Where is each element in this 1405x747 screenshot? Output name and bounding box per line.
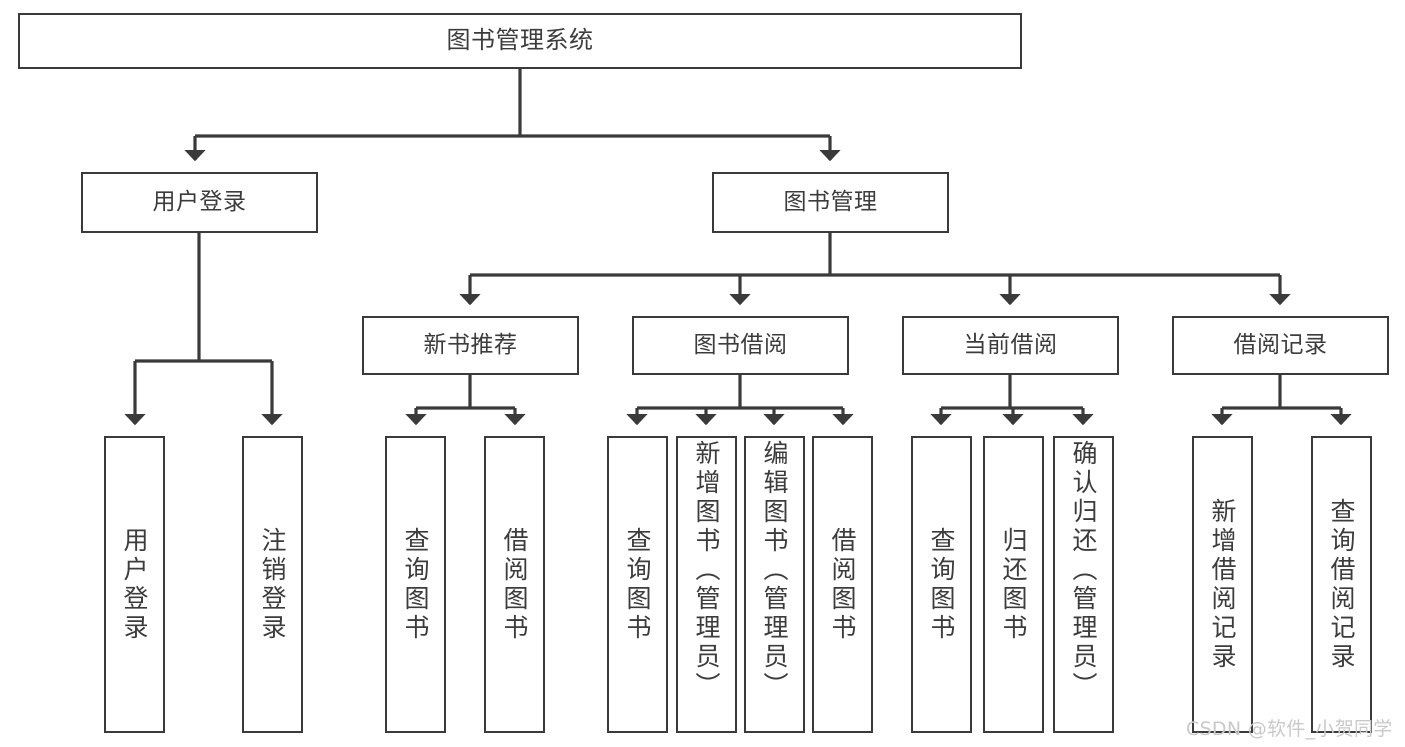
node-current-borrow-label: 当前借阅 [963,332,1058,359]
csdn-watermark: CSDN @软件_小贺同学 [1186,718,1393,740]
leaf-borrow-books-borrow-label: 借阅图书 [828,526,857,643]
leaf-borrow-books-borrow[interactable]: 借阅图书 [812,436,873,733]
node-borrow-records-label: 借阅记录 [1233,332,1328,359]
leaf-query-books-recommend-label: 查询图书 [401,526,430,643]
leaf-query-borrow-record-label: 查询借阅记录 [1327,497,1356,672]
node-book-borrow[interactable]: 图书借阅 [632,316,849,375]
leaf-query-books-borrow[interactable]: 查询图书 [607,436,668,733]
node-book-management[interactable]: 图书管理 [712,172,949,233]
leaf-borrow-books-recommend-label: 借阅图书 [500,526,529,643]
leaf-edit-book-admin-label: 编辑图书（管理员） [760,440,789,701]
node-root-label: 图书管理系统 [446,26,594,55]
leaf-user-login[interactable]: 用户登录 [104,436,165,733]
leaf-add-borrow-record-label: 新增借阅记录 [1208,497,1237,672]
leaf-query-books-recommend[interactable]: 查询图书 [385,436,446,733]
node-user-login[interactable]: 用户登录 [81,172,318,233]
leaf-query-books-current[interactable]: 查询图书 [911,436,972,733]
leaf-confirm-return-admin[interactable]: 确认归还（管理员） [1053,436,1114,733]
node-book-borrow-label: 图书借阅 [693,332,788,359]
node-borrow-records[interactable]: 借阅记录 [1172,316,1389,375]
node-current-borrow[interactable]: 当前借阅 [902,316,1119,375]
leaf-query-books-current-label: 查询图书 [927,526,956,643]
leaf-user-login-label: 用户登录 [120,526,149,643]
leaf-edit-book-admin[interactable]: 编辑图书（管理员） [744,436,805,733]
leaf-user-logout-label: 注销登录 [258,526,287,643]
leaf-return-books-label: 归还图书 [999,526,1028,643]
node-book-management-label: 图书管理 [783,189,878,216]
node-new-book-recommend-label: 新书推荐 [423,332,518,359]
leaf-add-borrow-record[interactable]: 新增借阅记录 [1192,436,1253,733]
leaf-add-book-admin[interactable]: 新增图书（管理员） [676,436,737,733]
leaf-borrow-books-recommend[interactable]: 借阅图书 [484,436,545,733]
leaf-add-book-admin-label: 新增图书（管理员） [692,440,721,701]
leaf-user-logout[interactable]: 注销登录 [242,436,303,733]
leaf-return-books[interactable]: 归还图书 [983,436,1044,733]
node-root[interactable]: 图书管理系统 [18,13,1022,69]
leaf-query-borrow-record[interactable]: 查询借阅记录 [1311,436,1372,733]
leaf-confirm-return-admin-label: 确认归还（管理员） [1069,440,1098,701]
node-user-login-label: 用户登录 [152,189,247,216]
node-new-book-recommend[interactable]: 新书推荐 [362,316,579,375]
leaf-query-books-borrow-label: 查询图书 [623,526,652,643]
